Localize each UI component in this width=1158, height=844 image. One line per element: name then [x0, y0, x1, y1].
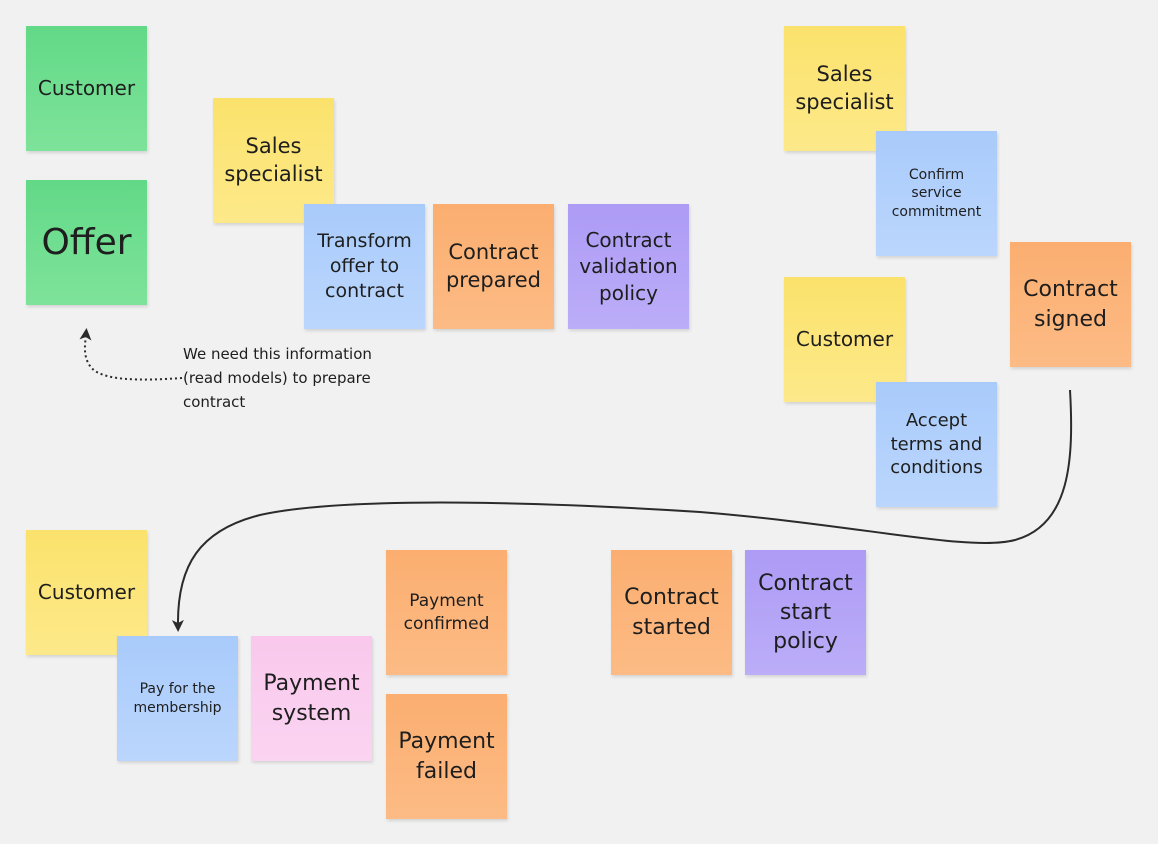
sticky-note-accept-terms-command[interactable]: Accept terms and conditions: [876, 382, 997, 507]
sticky-note-sales-specialist-actor-2[interactable]: Sales specialist: [784, 26, 905, 151]
dotted-comment-arrow[interactable]: [79, 328, 183, 381]
sticky-note-offer-read-model[interactable]: Offer: [26, 180, 147, 305]
sticky-note-customer-actor[interactable]: Customer: [26, 26, 147, 151]
sticky-note-contract-signed-event[interactable]: Contract signed: [1010, 242, 1131, 367]
sticky-note-payment-system-external[interactable]: Payment system: [251, 636, 372, 761]
contract-signed-to-pay-arrow[interactable]: [171, 389, 1073, 632]
sticky-note-pay-membership-command[interactable]: Pay for the membership: [117, 636, 238, 761]
sticky-note-contract-prepared-event[interactable]: Contract prepared: [433, 204, 554, 329]
sticky-note-transform-offer-command[interactable]: Transform offer to contract: [304, 204, 425, 329]
sticky-note-contract-validation-policy[interactable]: Contract validation policy: [568, 204, 689, 329]
sticky-note-contract-start-policy[interactable]: Contract start policy: [745, 550, 866, 675]
sticky-note-payment-confirmed-event[interactable]: Payment confirmed: [386, 550, 507, 675]
sticky-note-customer-actor-2[interactable]: Customer: [784, 277, 905, 402]
sticky-note-customer-actor-3[interactable]: Customer: [26, 530, 147, 655]
sticky-note-sales-specialist-actor[interactable]: Sales specialist: [213, 98, 334, 223]
read-models-comment[interactable]: We need this information (read models) t…: [183, 345, 372, 411]
sticky-note-payment-failed-event[interactable]: Payment failed: [386, 694, 507, 819]
sticky-note-contract-started-event[interactable]: Contract started: [611, 550, 732, 675]
sticky-note-confirm-service-command[interactable]: Confirm service commitment: [876, 131, 997, 256]
